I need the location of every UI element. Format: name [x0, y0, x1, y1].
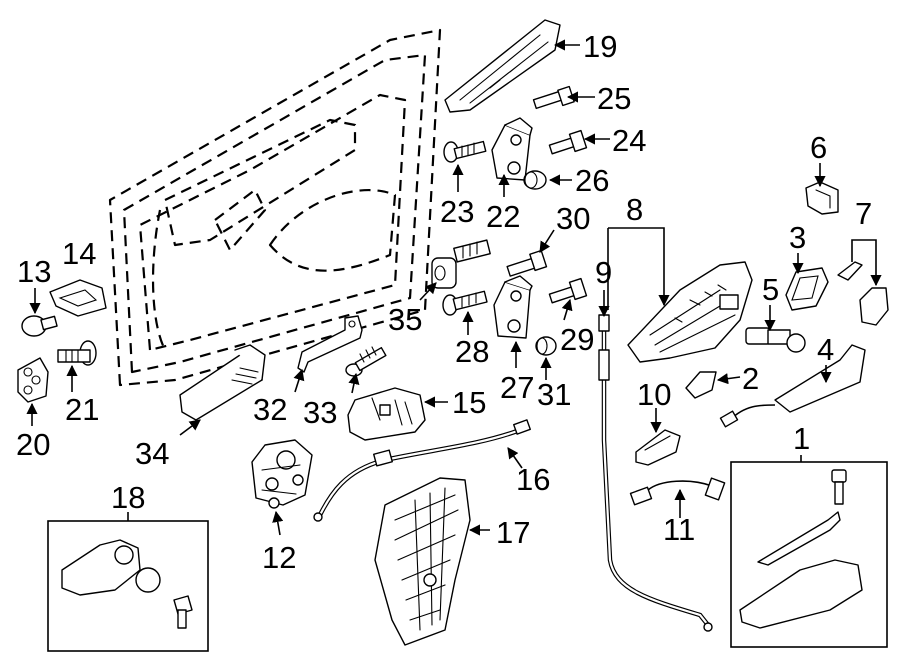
callout-labels: 1 2 3 4 5 6 7 8 9 10 11 12 13 14 15 16 1… [16, 29, 872, 575]
callout-5: 5 [762, 272, 779, 307]
door-outline [108, 28, 442, 387]
callout-9: 9 [595, 255, 612, 290]
part-35-hinge-pin [431, 239, 491, 289]
part-33-screw [345, 346, 387, 377]
part-11-harness [629, 477, 726, 506]
callout-16: 16 [516, 462, 550, 497]
callout-10: 10 [637, 377, 671, 412]
leader-lines [26, 39, 882, 536]
callout-18: 18 [111, 480, 145, 515]
callout-7: 7 [855, 196, 872, 231]
callout-26: 26 [575, 163, 609, 198]
callout-32: 32 [253, 392, 287, 427]
part-22-hinge-block [491, 117, 533, 181]
callout-3: 3 [789, 220, 806, 255]
part-6-clip [805, 181, 839, 215]
part-12-latch [251, 439, 313, 509]
part-27-hinge-block [493, 275, 533, 339]
part-23-screw [443, 140, 487, 163]
callout-33: 33 [303, 395, 337, 430]
callout-14: 14 [62, 236, 96, 271]
callout-4: 4 [817, 332, 834, 367]
part-9-cable [598, 314, 713, 632]
part-32-bracket [297, 315, 363, 373]
callout-31: 31 [537, 377, 571, 412]
part-31-bushing [535, 336, 557, 356]
callout-19: 19 [583, 29, 617, 64]
part-10-switch [635, 429, 681, 466]
callout-21: 21 [65, 392, 99, 427]
callout-28: 28 [455, 334, 489, 369]
part-26-bushing [523, 170, 547, 190]
callout-27: 27 [500, 370, 534, 405]
callout-1: 1 [793, 421, 810, 456]
callout-20: 20 [16, 427, 50, 462]
part-28-screw [442, 290, 488, 316]
part-18-actuator [47, 520, 209, 652]
part-1-handle-kit [730, 461, 888, 648]
part-21-screw [57, 340, 97, 366]
part-2-cap [685, 371, 717, 399]
part-17-module-carrier [374, 477, 471, 646]
callout-13: 13 [17, 254, 51, 289]
callout-23: 23 [440, 194, 474, 229]
part-8-lock-body [627, 261, 753, 363]
callout-34: 34 [135, 436, 169, 471]
part-14-bracket [49, 279, 107, 317]
callout-17: 17 [496, 515, 530, 550]
part-13-bolt [21, 315, 58, 337]
part-16-cable [313, 419, 531, 522]
part-29-bolt [548, 277, 588, 304]
part-4-outer-handle [719, 344, 866, 428]
callout-25: 25 [597, 81, 631, 116]
callout-6: 6 [810, 130, 827, 165]
callout-8: 8 [626, 192, 643, 227]
callout-15: 15 [452, 385, 486, 420]
part-34-handle-cover [179, 344, 266, 421]
part-15-bracket [347, 387, 426, 441]
part-20-striker [17, 357, 49, 403]
callout-24: 24 [612, 123, 646, 158]
part-24-bolt [548, 129, 588, 155]
part-3-bezel [785, 267, 829, 311]
part-7-caps [837, 261, 889, 326]
callout-29: 29 [560, 322, 594, 357]
callout-35: 35 [388, 302, 422, 337]
callout-22: 22 [486, 199, 520, 234]
callout-30: 30 [556, 201, 590, 236]
part-5-lock-cylinder [745, 327, 806, 353]
callout-2: 2 [742, 361, 759, 396]
part-30-bolt [506, 249, 548, 277]
callout-11: 11 [663, 512, 695, 547]
callout-12: 12 [262, 540, 296, 575]
